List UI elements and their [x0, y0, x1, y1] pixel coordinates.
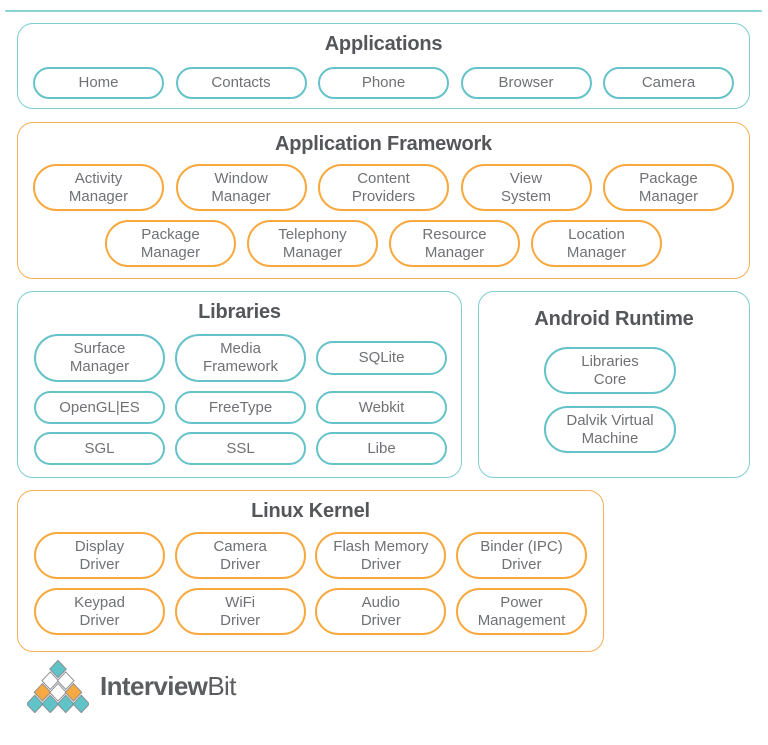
pill-surface-manager: Surface Manager [34, 334, 165, 382]
pill-browser: Browser [460, 67, 592, 99]
pill-freetype: FreeType [175, 391, 306, 424]
pill-binder-ipc-driver: Binder (IPC) Driver [455, 532, 587, 579]
pill-content-providers: Content Providers [318, 164, 449, 211]
framework-pill-row-1: Activity Manager Window Manager Content … [33, 164, 734, 211]
pill-sgl: SGL [34, 432, 165, 465]
pill-package-manager-1: Package Manager [603, 164, 734, 211]
section-title-android-runtime: Android Runtime [534, 308, 694, 330]
pill-package-manager-2: Package Manager [105, 220, 236, 267]
interviewbit-wordmark: InterviewBit [100, 671, 236, 702]
pill-keypad-driver: Keypad Driver [34, 588, 165, 635]
kernel-pill-row-2: Keypad Driver WiFi Driver Audio Driver P… [34, 588, 587, 635]
pill-audio-driver: Audio Driver [315, 588, 447, 635]
pill-phone: Phone [318, 67, 449, 99]
section-applications: Applications Home Contacts Phone Browser… [17, 23, 750, 109]
pill-libraries-core: Libraries Core [544, 347, 676, 394]
pill-opengl-es: OpenGL|ES [34, 391, 165, 424]
section-title-linux-kernel: Linux Kernel [251, 500, 370, 522]
pill-display-driver: Display Driver [34, 532, 165, 579]
applications-pill-row: Home Contacts Phone Browser Camera [33, 67, 734, 99]
libraries-pill-row-3: SGL SSL Libe [34, 432, 447, 465]
pill-camera: Camera [603, 67, 734, 99]
framework-pill-row-2: Package Manager Telephony Manager Resour… [105, 220, 662, 267]
pill-libe: Libe [316, 432, 447, 465]
section-title-applications: Applications [324, 33, 443, 55]
section-android-runtime: Android Runtime Libraries Core Dalvik Vi… [478, 291, 750, 478]
pill-activity-manager: Activity Manager [33, 164, 164, 211]
pill-view-system: View System [460, 164, 592, 211]
interviewbit-logo: InterviewBit [27, 660, 236, 713]
pill-home: Home [33, 67, 164, 99]
kernel-pill-row-1: Display Driver Camera Driver Flash Memor… [34, 532, 587, 579]
pill-resource-manager: Resource Manager [389, 220, 520, 267]
pill-power-management: Power Management [455, 588, 587, 635]
libraries-pill-row-2: OpenGL|ES FreeType Webkit [34, 391, 447, 424]
interviewbit-pyramid-icon [27, 660, 89, 713]
pill-location-manager: Location Manager [531, 220, 662, 267]
pill-window-manager: Window Manager [175, 164, 307, 211]
pill-flash-memory-driver: Flash Memory Driver [315, 532, 447, 579]
pill-telephony-manager: Telephony Manager [247, 220, 378, 267]
section-title-application-framework: Application Framework [275, 133, 492, 155]
pill-webkit: Webkit [316, 391, 447, 424]
wordmark-bold-part: Interview [100, 671, 208, 701]
wordmark-light-part: Bit [207, 671, 236, 701]
pill-wifi-driver: WiFi Driver [174, 588, 306, 635]
pill-camera-driver: Camera Driver [174, 532, 306, 579]
section-linux-kernel: Linux Kernel Display Driver Camera Drive… [17, 490, 604, 652]
pill-sqlite: SQLite [316, 341, 447, 375]
section-application-framework: Application Framework Activity Manager W… [17, 122, 750, 279]
pill-contacts: Contacts [175, 67, 307, 99]
pill-ssl: SSL [175, 432, 306, 465]
pill-dalvik-virtual-machine: Dalvik Virtual Machine [544, 406, 676, 453]
section-libraries: Libraries Surface Manager Media Framewor… [17, 291, 462, 478]
libraries-pill-row-1: Surface Manager Media Framework SQLite [34, 334, 447, 382]
top-divider-line [5, 10, 762, 12]
section-title-libraries: Libraries [198, 301, 281, 323]
pill-media-framework: Media Framework [175, 334, 306, 382]
